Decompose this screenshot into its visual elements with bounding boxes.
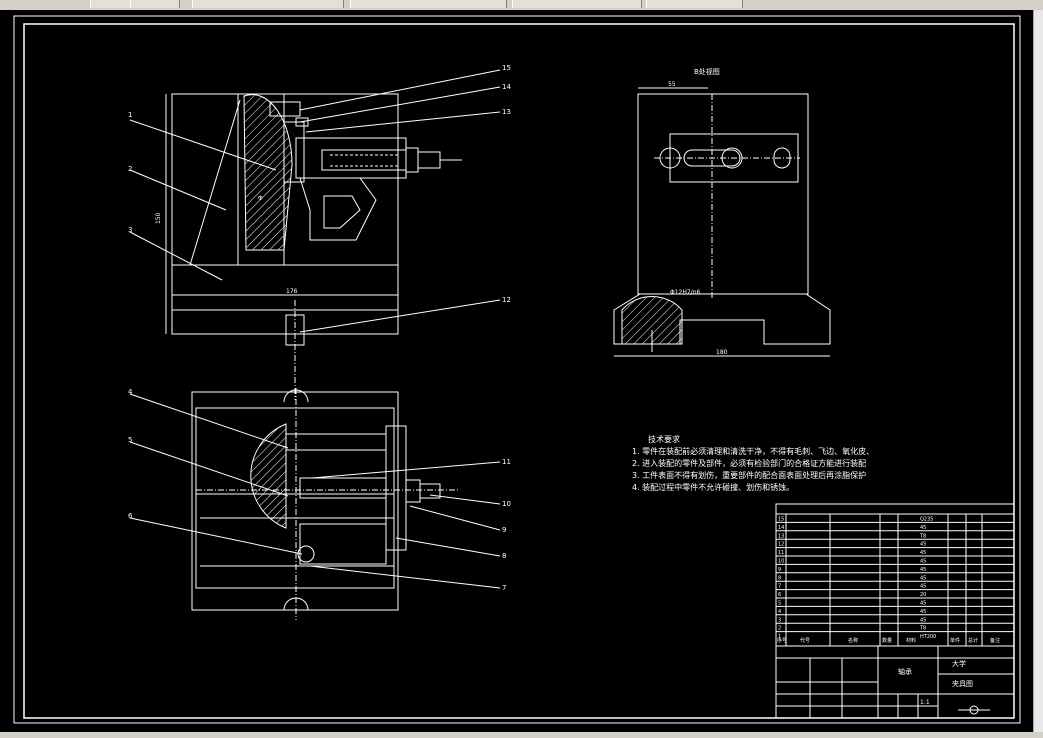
document-tab[interactable] — [192, 0, 344, 8]
bom-cell: 15 — [778, 517, 784, 523]
front-view-labels: 1 2 3 15 14 13 12 — [128, 64, 511, 304]
svg-text:4. 装配过程中零件不允许碰撞、划伤和锈蚀。: 4. 装配过程中零件不允许碰撞、划伤和锈蚀。 — [632, 482, 794, 492]
svg-text:Φ: Φ — [258, 195, 263, 202]
svg-text:夹具图: 夹具图 — [952, 679, 973, 688]
document-tab[interactable] — [646, 0, 743, 8]
bom-header-cell: 备注 — [990, 637, 1000, 644]
svg-text:15: 15 — [502, 64, 511, 72]
bom-cell: 20 — [920, 592, 926, 598]
bom-cell: T8 — [919, 533, 926, 539]
bom-cell: 45 — [920, 601, 926, 607]
bom-cell: 5 — [778, 601, 781, 607]
bom-cell: 45 — [920, 559, 926, 565]
aux-view-labels: B处视图 55 180 Φ12H7/n6 — [668, 67, 728, 356]
inner-border — [23, 23, 1015, 719]
svg-text:9: 9 — [502, 526, 506, 534]
svg-text:4: 4 — [128, 388, 133, 396]
bom-header-cell: 序号 — [777, 637, 787, 644]
document-tab[interactable] — [130, 0, 180, 8]
svg-text:7: 7 — [502, 584, 506, 592]
bom-cell: 11 — [778, 550, 784, 556]
svg-text:B处视图: B处视图 — [694, 67, 720, 76]
svg-text:轴承: 轴承 — [898, 667, 912, 676]
top-view-leaders — [129, 393, 501, 589]
top-view — [191, 388, 460, 620]
svg-text:5: 5 — [128, 436, 132, 444]
bom-cell: 8 — [778, 575, 781, 581]
svg-text:Φ12H7/n6: Φ12H7/n6 — [670, 289, 701, 296]
svg-text:3. 工件表面不得有划伤，重要部件的配合面表面处理后再涂脂保: 3. 工件表面不得有划伤，重要部件的配合面表面处理后再涂脂保护 — [632, 470, 866, 480]
bom-cell: 6 — [778, 592, 781, 598]
front-view: 150 176 Φ — [155, 93, 462, 400]
svg-text:2. 进入装配的零件及部件，必须有检验部门的合格证方能进行装: 2. 进入装配的零件及部件，必须有检验部门的合格证方能进行装配 — [632, 458, 866, 468]
technical-requirements: 技术要求 1. 零件在装配前必须清理和清洗干净，不得有毛刺、飞边、氧化皮、 2.… — [632, 434, 874, 492]
bom-cell: 1 — [778, 634, 781, 640]
svg-text:11: 11 — [502, 458, 511, 466]
svg-text:2: 2 — [128, 165, 132, 173]
document-tab[interactable] — [90, 0, 132, 8]
title-block-text: 轴承 大学 夹具图 1:1 — [898, 659, 973, 706]
svg-text:14: 14 — [502, 83, 511, 91]
bom-cell: 45 — [920, 575, 926, 581]
bom-header-cell: 单件 — [950, 637, 960, 644]
bom-cell: 45 — [920, 617, 926, 623]
bom-cell: 7 — [778, 584, 781, 590]
bom-cell: 45 — [920, 609, 926, 615]
bom-header-cell: 材料 — [906, 637, 916, 644]
bom-cell: T8 — [919, 626, 926, 632]
bom-header-cell: 总计 — [968, 637, 978, 644]
vertical-scrollbar[interactable] — [1033, 10, 1043, 732]
bom-header-cell: 代号 — [800, 637, 810, 644]
svg-text:176: 176 — [286, 288, 298, 295]
svg-text:13: 13 — [502, 108, 511, 116]
top-view-labels: 4 5 6 11 10 9 8 7 — [128, 388, 511, 592]
svg-text:8: 8 — [502, 552, 506, 560]
svg-text:180: 180 — [716, 349, 728, 356]
svg-text:1: 1 — [128, 111, 132, 119]
document-tab[interactable] — [350, 0, 507, 8]
svg-text:55: 55 — [668, 81, 676, 88]
bom-cell: 14 — [778, 525, 784, 531]
bom-cell: 45 — [920, 550, 926, 556]
bom-cell: 45 — [920, 525, 926, 531]
bom-cell: HT200 — [920, 634, 936, 640]
svg-text:12: 12 — [502, 296, 511, 304]
bom-header-cell: 名称 — [848, 637, 858, 644]
svg-text:150: 150 — [155, 212, 162, 224]
cad-drawing: 150 176 Φ 1 2 3 15 14 13 12 — [13, 15, 1021, 724]
bom-cell: 10 — [778, 559, 784, 565]
front-view-leaders — [129, 69, 501, 333]
outer-border — [13, 15, 1021, 724]
svg-text:技术要求: 技术要求 — [648, 434, 680, 444]
status-bar — [0, 732, 1043, 738]
drawing-canvas[interactable]: 150 176 Φ 1 2 3 15 14 13 12 — [0, 10, 1033, 732]
bom-cell: 45 — [920, 584, 926, 590]
bom-cell: 13 — [778, 533, 784, 539]
bom-table — [775, 503, 1015, 719]
bom-cell: 2 — [778, 626, 781, 632]
bom-cell: 45 — [920, 542, 926, 548]
document-tab[interactable] — [512, 0, 642, 8]
svg-text:大学: 大学 — [952, 659, 966, 668]
svg-text:3: 3 — [128, 226, 132, 234]
svg-text:10: 10 — [502, 500, 511, 508]
title-block — [776, 645, 1014, 718]
svg-text:1. 零件在装配前必须清理和清洗干净，不得有毛刺、飞边、氧化: 1. 零件在装配前必须清理和清洗干净，不得有毛刺、飞边、氧化皮、 — [632, 446, 874, 456]
bom-cell: 4 — [778, 609, 781, 615]
bom-header-cell: 数量 — [882, 637, 892, 644]
bom-cell: Q235 — [920, 517, 933, 523]
bom-cell: 45 — [920, 567, 926, 573]
bom-cell: 12 — [778, 542, 784, 548]
bom-cell: 3 — [778, 617, 781, 623]
aux-view-b — [613, 87, 831, 357]
svg-text:6: 6 — [128, 512, 133, 520]
svg-text:1:1: 1:1 — [920, 699, 930, 706]
bom-cell: 9 — [778, 567, 781, 573]
